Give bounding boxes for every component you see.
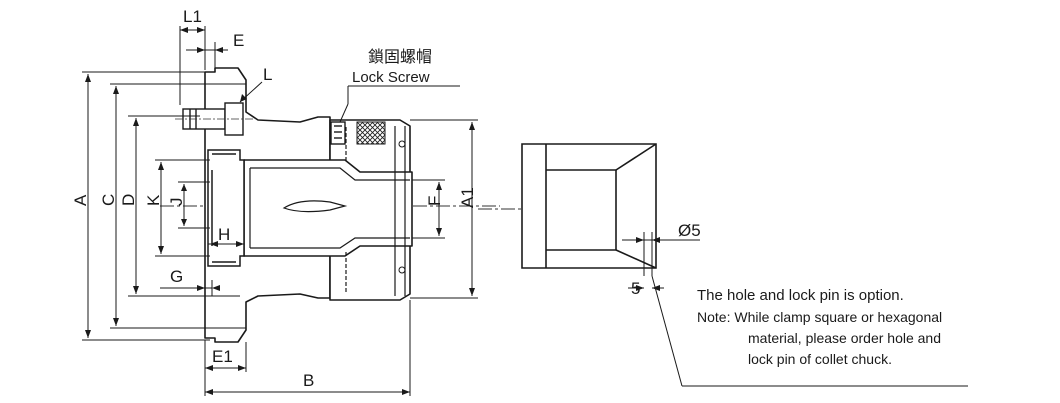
note-line-1: The hole and lock pin is option.	[697, 287, 904, 304]
label-f: F	[425, 196, 444, 206]
pin-hole-top	[398, 140, 406, 148]
pin-hole-bottom	[398, 266, 406, 274]
arrowheads	[85, 27, 475, 395]
label-g: G	[170, 267, 183, 286]
hole-detail-lines	[622, 232, 968, 387]
collet-chuck-body	[204, 67, 413, 343]
clamp-jaw	[207, 149, 245, 267]
label-e: E	[233, 31, 244, 50]
note-line-4: lock pin of collet chuck.	[748, 351, 892, 367]
collet-internal-lines	[249, 126, 410, 296]
label-a: A	[71, 194, 90, 206]
label-c: C	[99, 194, 118, 206]
lock-screw	[330, 121, 346, 145]
label-e1: E1	[212, 347, 233, 366]
note-line-2: Note: While clamp square or hexagonal	[697, 309, 942, 325]
label-dia5: Ø5	[678, 221, 701, 240]
label-l1: L1	[183, 7, 202, 26]
label-j: J	[167, 198, 186, 207]
lock-screw-en-label: Lock Screw	[352, 69, 430, 86]
label-five: 5	[631, 279, 640, 298]
label-a1: A1	[458, 187, 477, 208]
label-l: L	[263, 65, 272, 84]
hole-detail-arrows	[636, 237, 660, 291]
material-section	[521, 143, 657, 269]
knurled-ring	[356, 121, 386, 145]
lock-screw-cn-label: 鎖固螺帽	[368, 47, 432, 66]
label-d: D	[119, 194, 138, 206]
label-h: H	[218, 225, 230, 244]
note-line-3: material, please order hole and	[748, 330, 941, 346]
label-k: K	[144, 194, 163, 206]
label-b: B	[303, 371, 314, 390]
